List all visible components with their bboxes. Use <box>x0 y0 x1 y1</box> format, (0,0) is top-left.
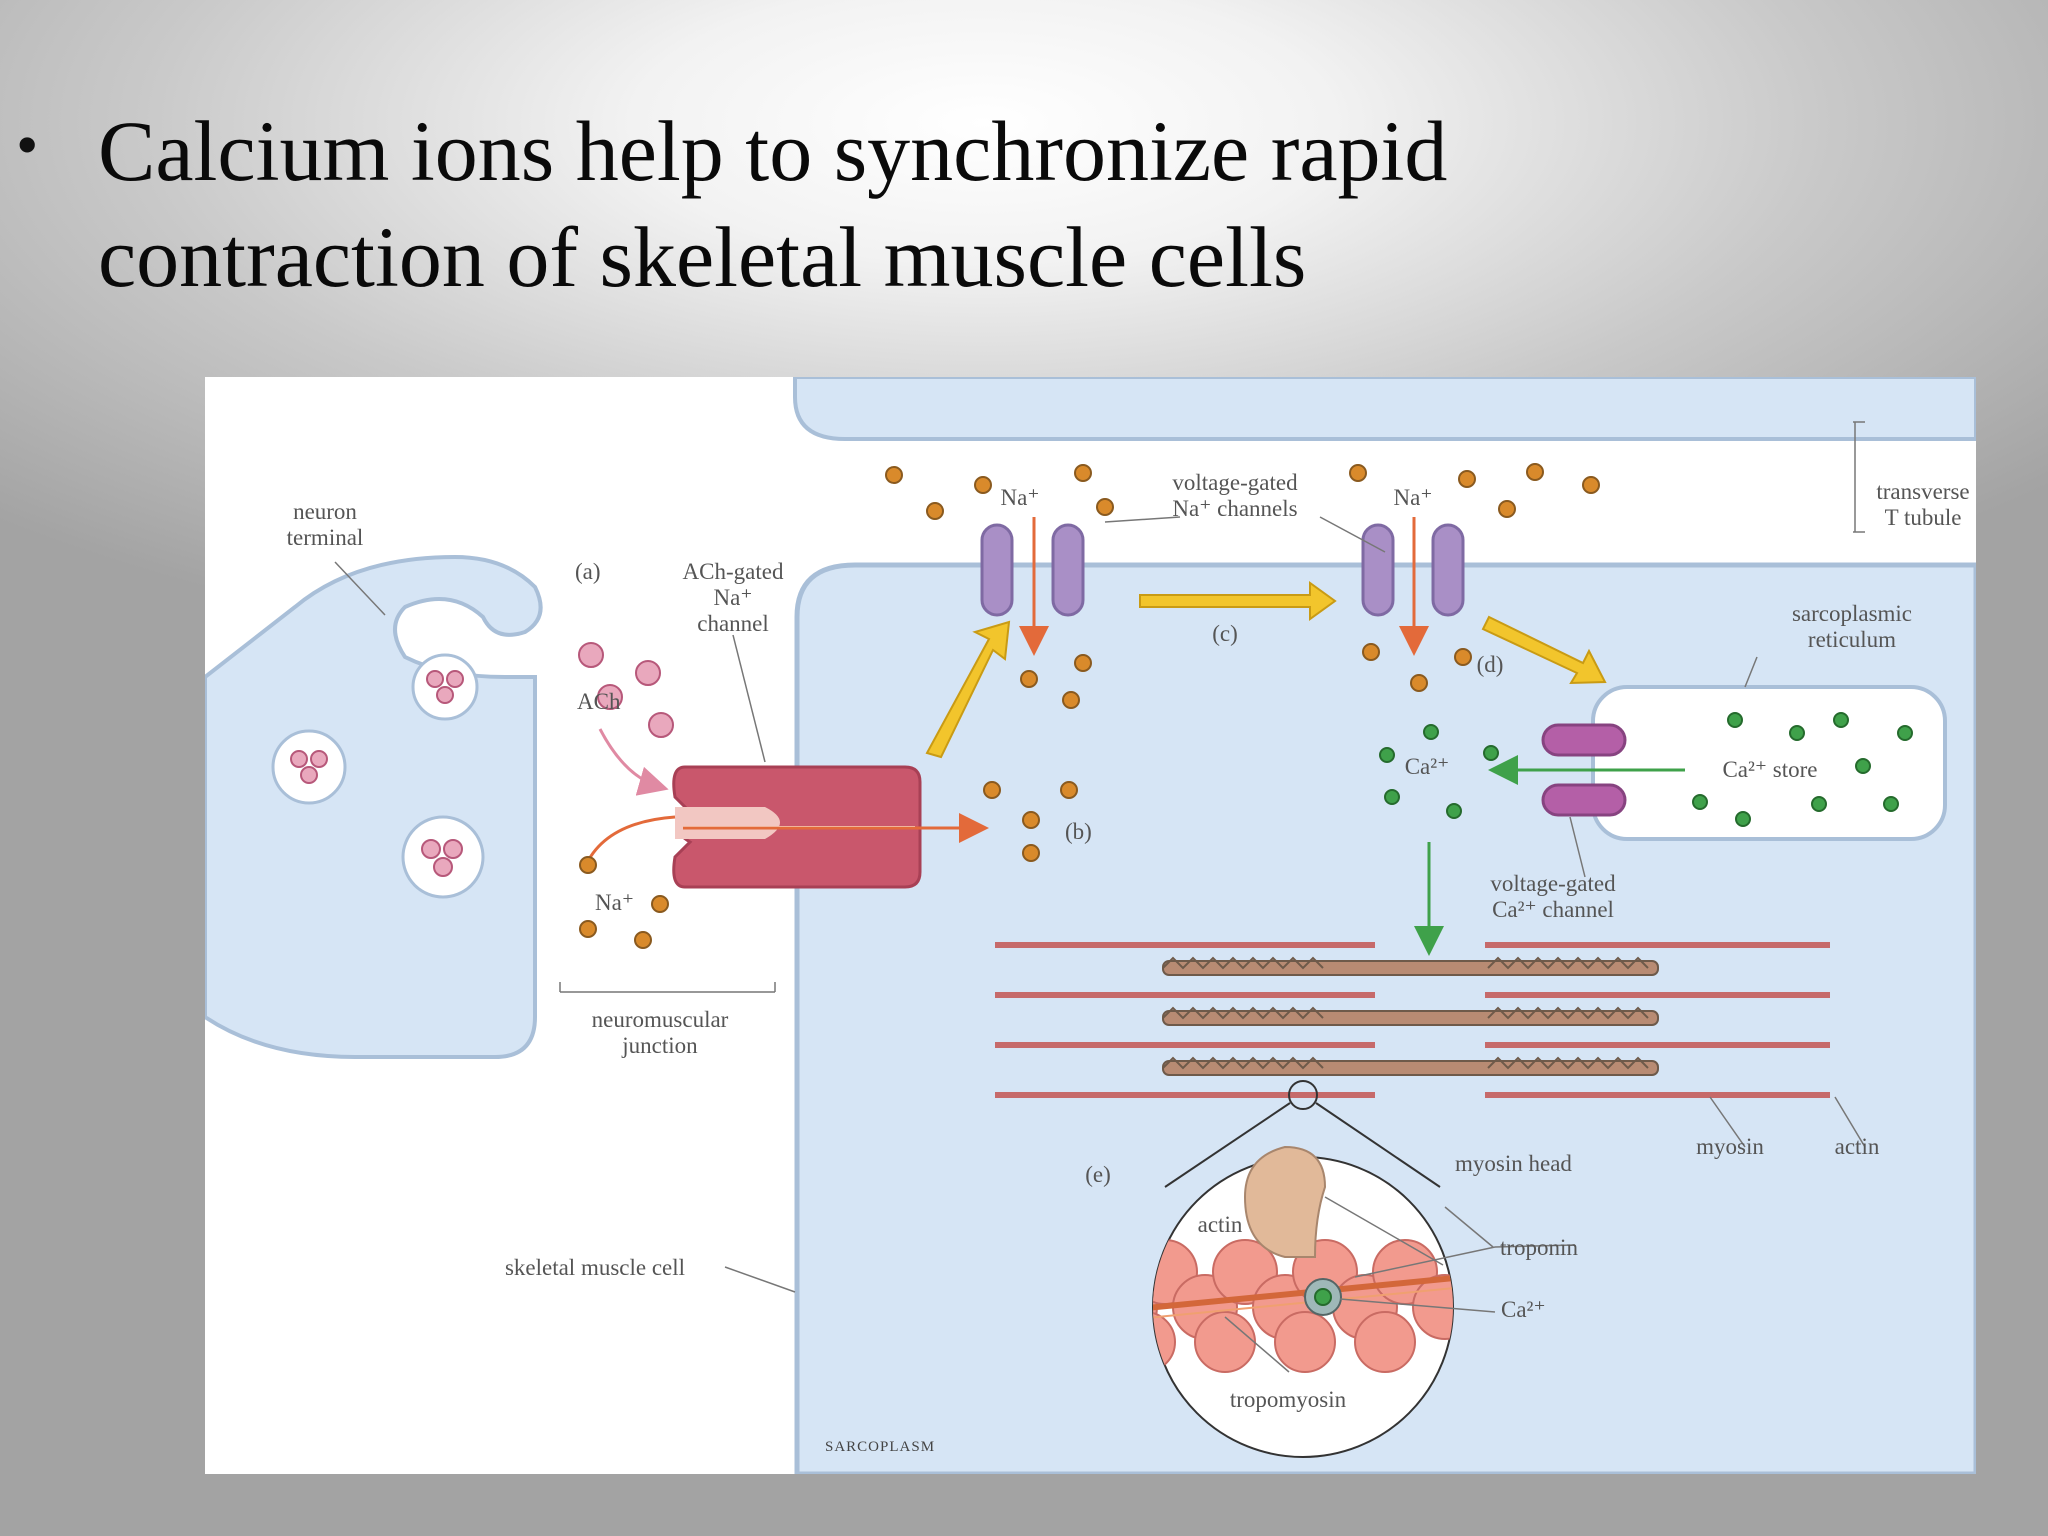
label-ach-gated-channel: ACh-gated <box>683 559 784 584</box>
voltage-gated-na-channel-2 <box>1361 523 1395 617</box>
label-part-c: (c) <box>1212 621 1238 646</box>
svg-text:T tubule: T tubule <box>1885 505 1962 530</box>
voltage-gated-ca-channel <box>1541 723 1627 757</box>
ach-binding-arrow <box>598 728 669 796</box>
signal-arrow-b <box>925 620 1011 759</box>
svg-text:junction: junction <box>621 1033 698 1058</box>
label-na-left: Na⁺ <box>595 890 634 915</box>
myofibrils <box>995 942 1830 1098</box>
slide-title: Calcium ions help to synchronize rapid c… <box>98 103 1448 305</box>
voltage-gated-na-channel-1 <box>980 523 1014 617</box>
label-tropomyosin: tropomyosin <box>1230 1387 1347 1412</box>
svg-text:channel: channel <box>697 611 769 636</box>
label-sarcoplasm: SARCOPLASM <box>825 1439 935 1455</box>
label-ach: ACh <box>577 689 621 714</box>
label-ca-store: Ca²⁺ store <box>1722 757 1817 782</box>
bullet-marker: • <box>16 109 39 180</box>
signal-arrow-c <box>1139 581 1337 621</box>
upper-membrane <box>793 377 1976 441</box>
label-sarcoplasmic-reticulum: sarcoplasmic <box>1792 601 1912 626</box>
myosin-head <box>1243 1145 1327 1258</box>
label-ca-zoom: Ca²⁺ <box>1501 1297 1546 1322</box>
label-actin: actin <box>1835 1134 1880 1159</box>
label-voltage-gated-na-channels: voltage-gated <box>1172 470 1298 495</box>
muscle-contraction-diagram: neuron terminal (a) ACh-gated Na⁺ channe… <box>205 377 1976 1474</box>
na-entry-arrow <box>583 815 676 868</box>
slide-bullet: • Calcium ions help to synchronize rapid… <box>16 98 1716 310</box>
zoom-detail <box>1152 1145 1454 1458</box>
neuron-terminal <box>205 554 543 1059</box>
label-actin-zoom: actin <box>1198 1212 1243 1237</box>
label-troponin: troponin <box>1500 1235 1578 1260</box>
label-myosin-head: myosin head <box>1455 1151 1572 1176</box>
label-neuromuscular-junction: neuromuscular <box>592 1007 729 1032</box>
label-part-d: (d) <box>1477 652 1504 677</box>
svg-text:Ca²⁺ channel: Ca²⁺ channel <box>1492 897 1614 922</box>
label-voltage-gated-ca-channel: voltage-gated <box>1490 871 1616 896</box>
label-part-b: (b) <box>1065 819 1092 844</box>
label-myosin: myosin <box>1696 1134 1764 1159</box>
zoom-origin <box>1288 1080 1318 1110</box>
label-part-e: (e) <box>1085 1162 1111 1187</box>
label-transverse-t-tubule: transverse <box>1876 479 1969 504</box>
svg-text:Na⁺ channels: Na⁺ channels <box>1172 496 1297 521</box>
svg-text:reticulum: reticulum <box>1808 627 1896 652</box>
svg-text:Na⁺: Na⁺ <box>714 585 753 610</box>
label-na-top-2: Na⁺ <box>1394 485 1433 510</box>
label-ca-cytosol: Ca²⁺ <box>1405 754 1450 779</box>
label-na-top-1: Na⁺ <box>1001 485 1040 510</box>
label-neuron-terminal: neuron <box>293 499 357 524</box>
label-part-a: (a) <box>575 559 601 584</box>
signal-arrow-d <box>1481 615 1607 685</box>
svg-text:terminal: terminal <box>287 525 364 550</box>
label-skeletal-muscle-cell: skeletal muscle cell <box>505 1255 685 1280</box>
sarcoplasmic-reticulum <box>1591 685 1947 841</box>
